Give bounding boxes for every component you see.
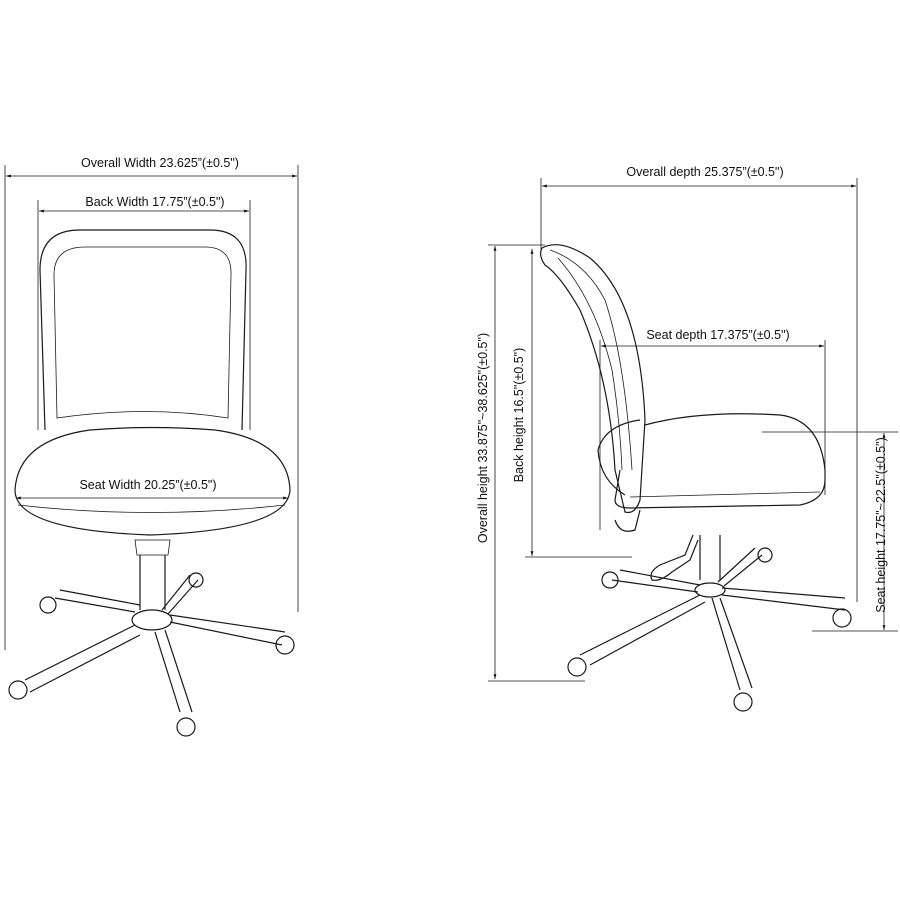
seat-width-label: Seat Width 20.25”(±0.5") <box>79 478 216 492</box>
front-dimensions <box>4 165 299 650</box>
overall-depth-label: Overall depth 25.375”(±0.5") <box>626 165 783 179</box>
side-base-legs <box>579 547 846 691</box>
side-backrest <box>539 244 646 514</box>
side-caster-wheels <box>567 547 852 712</box>
overall-width-label: Overall Width 23.625”(±0.5") <box>81 156 239 170</box>
back-width-label: Back Width 17.75”(±0.5") <box>85 195 224 209</box>
seat-height-label: Seat height 17.75"~22.5"(±0.5") <box>874 437 888 613</box>
height-lever <box>650 534 699 581</box>
seat-depth-label: Seat depth 17.375”(±0.5") <box>646 328 789 342</box>
front-view-chair <box>8 229 295 737</box>
caster-wheels <box>8 572 295 737</box>
gas-column <box>139 555 166 610</box>
overall-height-label: Overall height 33.875"~38.625"(±0.5") <box>476 333 490 543</box>
seat-cushion <box>14 426 291 536</box>
back-height-label: Back height 16.5"(±0.5") <box>512 348 526 483</box>
backrest-frame <box>39 229 247 431</box>
side-view-chair <box>539 244 852 712</box>
side-seat <box>614 413 826 509</box>
backrest-mesh <box>53 246 232 419</box>
side-dimensions <box>488 178 898 682</box>
side-column <box>699 535 721 580</box>
base-legs <box>24 574 286 713</box>
